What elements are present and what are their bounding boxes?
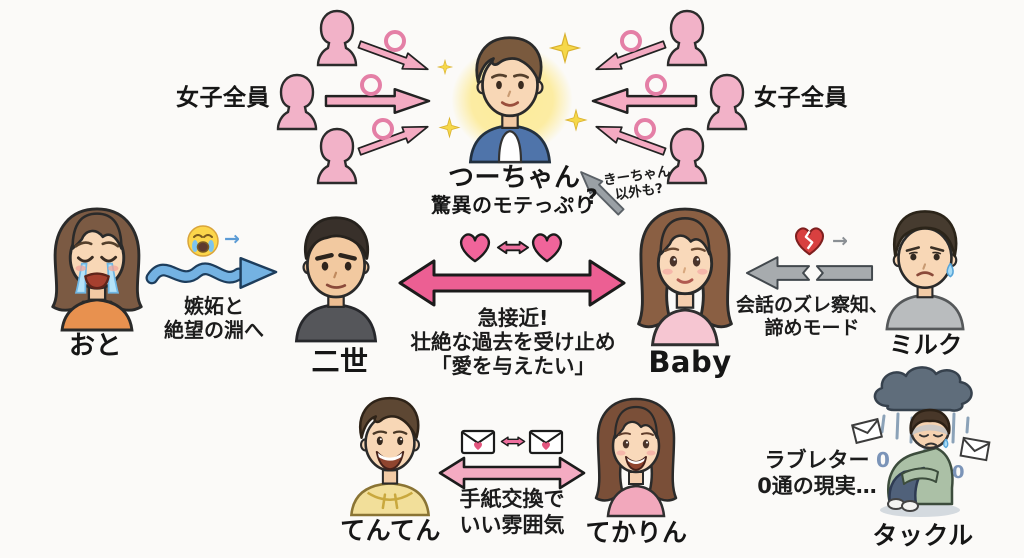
heart-icon [460, 233, 490, 263]
female-silhouette-icon [666, 9, 708, 67]
nisei-avatar [294, 216, 378, 343]
giveup-broken-arrow [745, 256, 874, 290]
romance-caption-line: 壮絶な過去を受け止め [410, 330, 616, 355]
both-ways-arrow-icon [496, 240, 530, 255]
tackle-caption-line: ラブレター [764, 448, 870, 472]
baby-avatar [637, 207, 733, 347]
approval-circle-icon [620, 30, 642, 52]
sparkle-icon [564, 108, 588, 132]
giveup-arrow-glyph: → [832, 230, 848, 252]
giveup-caption-line: 諦めモード [764, 317, 860, 340]
baby-name: Baby [648, 345, 732, 379]
envelope-icon [850, 417, 884, 445]
romance-caption: 急接近! 壮絶な過去を受け止め 「愛を与えたい」 [406, 306, 620, 379]
tenten-name: てんてん [340, 516, 441, 545]
tackle-caption: ラブレター 0通の現実… [747, 448, 887, 499]
jealousy-caption-line: 絶望の淵へ [164, 318, 264, 343]
approval-circle-icon [372, 118, 394, 140]
romance-caption-line: 急接近! [477, 306, 549, 330]
attraction-arrow [357, 40, 429, 71]
tekarin-name: てかりん [585, 518, 688, 547]
envelope-icon [959, 436, 991, 462]
girls-left-label: 女子全員 [176, 85, 270, 111]
romance-double-arrow [398, 259, 626, 307]
jealousy-caption: 嫉妬と 絶望の淵へ [156, 294, 272, 343]
letters-caption: 手紙交換で いい雰囲気 [456, 487, 568, 538]
giveup-caption: 会話のズレ察知、 諦めモード [732, 294, 892, 340]
female-silhouette-icon [316, 9, 358, 67]
approval-circle-icon [645, 74, 667, 96]
jealousy-caption-line: 嫉妬と [184, 294, 244, 318]
broken-heart-icon [795, 227, 824, 256]
sparkle-icon [548, 31, 582, 65]
approval-circle-icon [384, 30, 406, 52]
side-note-text: きーちゃん 以外も? [598, 163, 678, 206]
oto-name: おと [68, 331, 122, 361]
jealousy-arrow-glyph: → [224, 228, 240, 250]
tsuchan-avatar [468, 36, 552, 164]
question-mark: ? [585, 185, 599, 209]
attraction-arrow [324, 87, 431, 115]
jealousy-wave-arrow [145, 256, 278, 289]
letters-caption-line: 手紙交換で [459, 487, 565, 511]
milk-name: ミルク [889, 331, 963, 359]
nisei-name: 二世 [311, 345, 369, 378]
love-letter-icon [528, 429, 564, 455]
girls-right-label: 女子全員 [754, 85, 848, 111]
crying-emoji-icon [187, 225, 219, 257]
romance-caption-line: 「愛を与えたい」 [431, 354, 595, 379]
sparkle-icon [438, 116, 461, 139]
tsuchan-caption: 驚異のモテっぷり [431, 193, 595, 217]
sparkle-icon [436, 58, 454, 76]
approval-circle-icon [360, 74, 382, 96]
approval-circle-icon [634, 118, 656, 140]
letters-caption-line: いい雰囲気 [459, 512, 565, 537]
female-silhouette-icon [706, 73, 748, 131]
attraction-arrow [591, 87, 698, 115]
letters-double-arrow [438, 456, 586, 490]
attraction-arrow [595, 40, 667, 71]
heart-icon [532, 233, 562, 263]
love-letter-icon [460, 429, 496, 455]
female-silhouette-icon [316, 127, 358, 185]
attraction-arrow [357, 125, 429, 156]
oto-avatar [51, 207, 143, 332]
female-silhouette-icon [666, 127, 708, 185]
attraction-arrow [595, 125, 667, 156]
tackle-caption-line: 0通の現実… [757, 473, 877, 498]
female-silhouette-icon [276, 73, 318, 131]
both-ways-arrow-icon [500, 436, 526, 447]
zero-mark: 0 [952, 462, 965, 483]
milk-avatar [885, 210, 965, 331]
tekarin-avatar [594, 397, 678, 518]
giveup-caption-line: 会話のズレ察知、 [735, 294, 888, 316]
zero-mark: 0 [876, 448, 890, 472]
tsuchan-name: つーちゃん [448, 163, 581, 193]
maybe-arrow [580, 171, 625, 216]
tackle-avatar [880, 408, 960, 517]
tackle-name: タックル [872, 521, 974, 550]
tenten-avatar [349, 396, 431, 517]
